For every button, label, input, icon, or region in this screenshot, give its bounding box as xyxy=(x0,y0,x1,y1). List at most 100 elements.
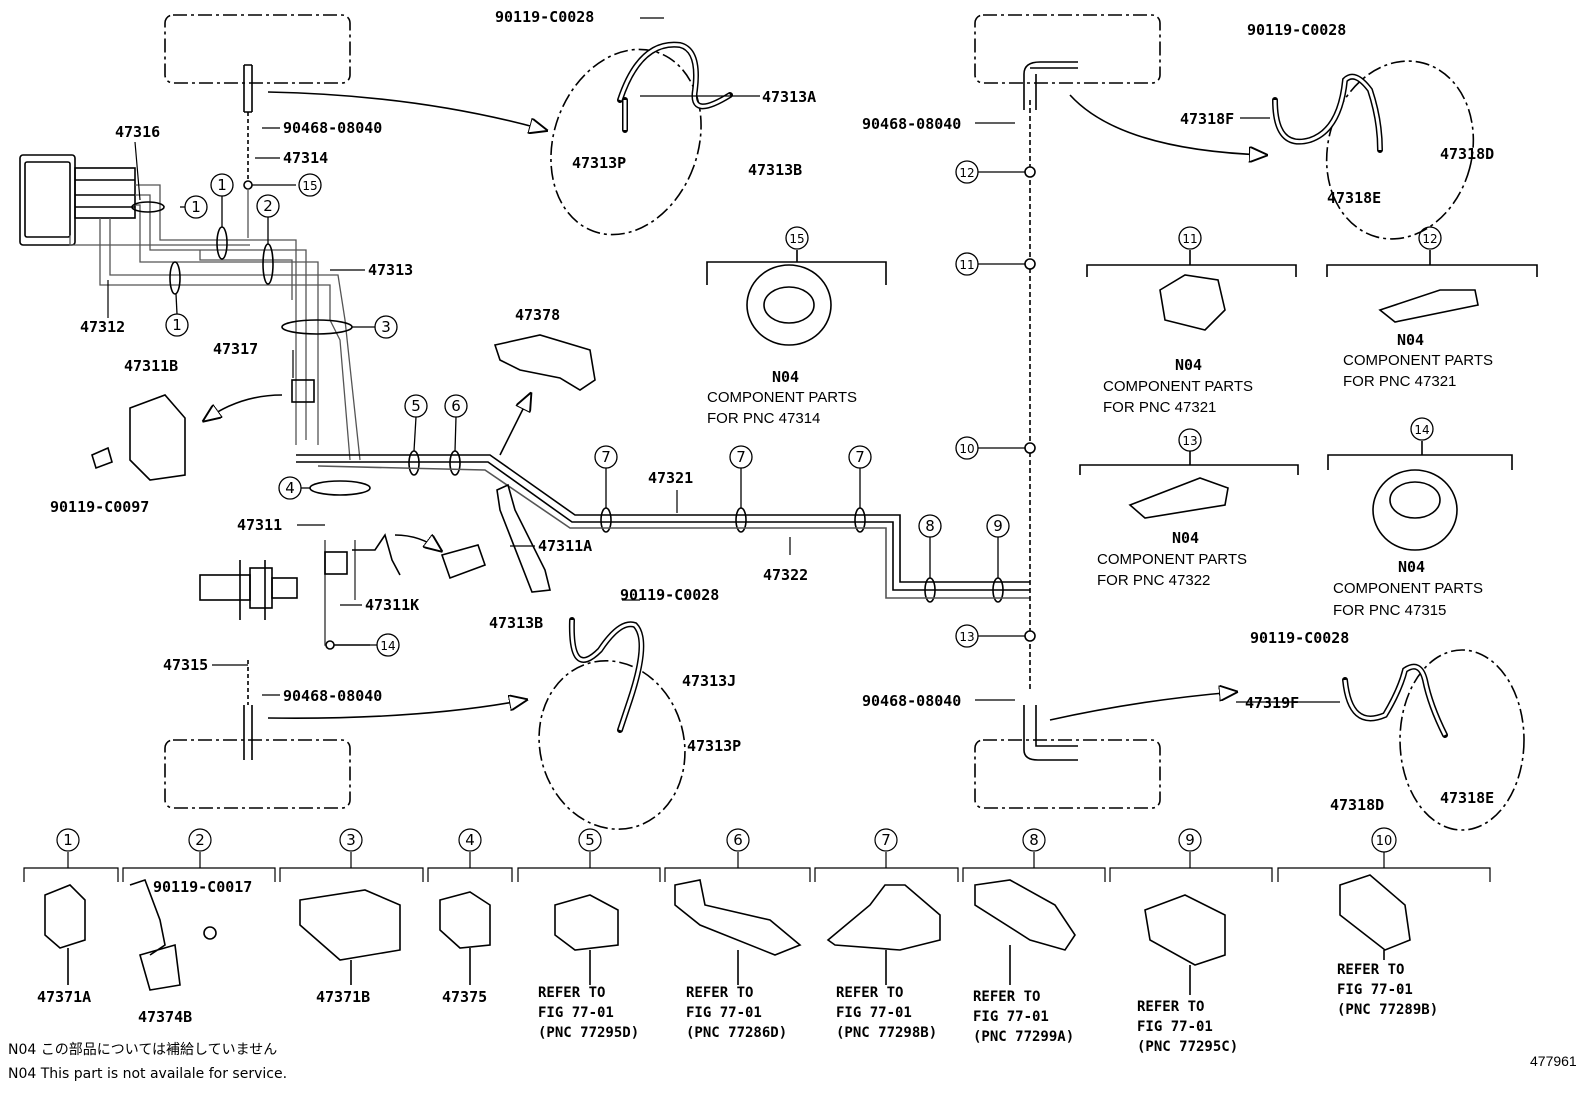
brake-line-bundle xyxy=(69,184,361,461)
bracket-47311A xyxy=(496,483,551,593)
ref9-line3: (PNC 77295C) xyxy=(1137,1039,1238,1055)
arrow-to-47311B xyxy=(205,394,283,420)
bottom-num-8: 8 xyxy=(1029,831,1039,849)
clip-47311B xyxy=(129,394,186,481)
ref5-line2: FIG 77-01 xyxy=(538,1005,614,1021)
bottom-label-47375: 47375 xyxy=(442,988,487,1006)
label-90468-08040-fl: 90468-08040 xyxy=(283,119,382,137)
cp12-line1: COMPONENT PARTS xyxy=(1343,352,1493,369)
ref5-line1: REFER TO xyxy=(538,985,605,1001)
label-47318E-fr: 47318E xyxy=(1327,189,1381,207)
hose-detail-outline-fl xyxy=(550,48,702,236)
arrow-to-47378 xyxy=(499,395,530,456)
label-47318E-rr: 47318E xyxy=(1440,789,1494,807)
callout-7c: 7 xyxy=(855,448,865,466)
callout-15-group: 15 xyxy=(789,232,804,246)
ref7-line1: REFER TO xyxy=(836,985,903,1001)
label-47314: 47314 xyxy=(283,149,328,167)
label-47318D-rr: 47318D xyxy=(1330,796,1384,814)
figure-id: 477961 xyxy=(1530,1053,1577,1069)
ref9-line2: FIG 77-01 xyxy=(1137,1019,1213,1035)
label-47318D-fr: 47318D xyxy=(1440,145,1494,163)
ref7-line3: (PNC 77298B) xyxy=(836,1025,937,1041)
hose-47313J xyxy=(568,617,645,733)
label-47311A: 47311A xyxy=(538,537,592,555)
bottom-label-47371B: 47371B xyxy=(316,988,370,1006)
front-left-wheel-outline xyxy=(164,14,351,84)
cp12-code: N04 xyxy=(1397,331,1424,349)
callout-7a: 7 xyxy=(601,448,611,466)
ref6-line3: (PNC 77286D) xyxy=(686,1025,787,1041)
label-47315: 47315 xyxy=(163,656,208,674)
label-47321: 47321 xyxy=(648,469,693,487)
callout-6: 6 xyxy=(451,397,461,415)
cp13-line2: FOR PNC 47322 xyxy=(1097,572,1210,589)
callout-5: 5 xyxy=(411,397,421,415)
label-47313P-rl: 47313P xyxy=(687,737,741,755)
label-90468-08040-rr: 90468-08040 xyxy=(862,692,961,710)
callout-8: 8 xyxy=(925,517,935,535)
bottom-num-6: 6 xyxy=(733,831,743,849)
callout-7b: 7 xyxy=(736,448,746,466)
callout-1b: 1 xyxy=(217,176,227,194)
note-english: N04 This part is not availale for servic… xyxy=(8,1066,287,1082)
note-japanese: N04 この部品については補給していません xyxy=(8,1042,277,1058)
cp15-line1: COMPONENT PARTS xyxy=(707,389,857,406)
label-47312: 47312 xyxy=(80,318,125,336)
label-47313P-fl: 47313P xyxy=(572,154,626,172)
label-47313: 47313 xyxy=(368,261,413,279)
callout-14-group: 14 xyxy=(1414,423,1429,437)
bottom-num-1: 1 xyxy=(63,831,73,849)
ref8-line2: FIG 77-01 xyxy=(973,1009,1049,1025)
cp14-line2: FOR PNC 47315 xyxy=(1333,602,1446,619)
bottom-row-parts xyxy=(44,874,1411,995)
hose-47313A xyxy=(617,41,733,133)
grommet-15 xyxy=(746,264,832,346)
callout-15: 15 xyxy=(302,179,317,193)
callout-13-group: 13 xyxy=(1182,434,1197,448)
label-47318F: 47318F xyxy=(1180,110,1234,128)
label-47319F: 47319F xyxy=(1245,694,1299,712)
cp11-line2: FOR PNC 47321 xyxy=(1103,399,1216,416)
bottom-num-5: 5 xyxy=(585,831,595,849)
callout-12-group: 12 xyxy=(1422,232,1437,246)
arrow-to-rr-hose xyxy=(1049,692,1235,721)
bottom-num-3: 3 xyxy=(346,831,356,849)
bracket-13 xyxy=(1128,477,1229,519)
ref9-line1: REFER TO xyxy=(1137,999,1204,1015)
callout-1c: 1 xyxy=(172,316,182,334)
rear-left-wheel-outline xyxy=(164,739,351,809)
grommet-14 xyxy=(1372,469,1458,551)
hose-detail-outline-rl xyxy=(538,660,686,830)
label-47311: 47311 xyxy=(237,516,282,534)
bottom-label-47371A: 47371A xyxy=(37,988,91,1006)
label-90119-C0028-fl: 90119-C0028 xyxy=(495,8,594,26)
label-90468-08040-fr: 90468-08040 xyxy=(862,115,961,133)
label-90119-C0097: 90119-C0097 xyxy=(50,498,149,516)
hose-detail-outline-fr xyxy=(1325,60,1475,240)
cp15-line2: FOR PNC 47314 xyxy=(707,410,820,427)
callout-3: 3 xyxy=(381,318,391,336)
callout-11: 11 xyxy=(959,258,974,272)
bottom-label-90119-C0017: 90119-C0017 xyxy=(153,878,252,896)
label-90119-C0028-fr: 90119-C0028 xyxy=(1247,21,1346,39)
cp12-line2: FOR PNC 47321 xyxy=(1343,373,1456,390)
abs-actuator xyxy=(19,154,136,246)
label-47322: 47322 xyxy=(763,566,808,584)
callout-14: 14 xyxy=(380,639,395,653)
bottom-num-10: 10 xyxy=(1376,834,1393,849)
callout-circles xyxy=(165,160,1442,657)
label-47316: 47316 xyxy=(115,123,160,141)
bracket-12 xyxy=(1378,289,1479,323)
callout-10: 10 xyxy=(959,442,974,456)
bottom-num-4: 4 xyxy=(465,831,475,849)
callout-1a: 1 xyxy=(191,198,201,216)
cp15-code: N04 xyxy=(772,368,799,386)
label-90468-08040-rl: 90468-08040 xyxy=(283,687,382,705)
hose-detail-outline-rr xyxy=(1399,649,1525,831)
callout-11-group: 11 xyxy=(1182,232,1197,246)
ref10-line1: REFER TO xyxy=(1337,962,1404,978)
callout-2: 2 xyxy=(263,197,273,215)
label-47311K: 47311K xyxy=(365,596,419,614)
